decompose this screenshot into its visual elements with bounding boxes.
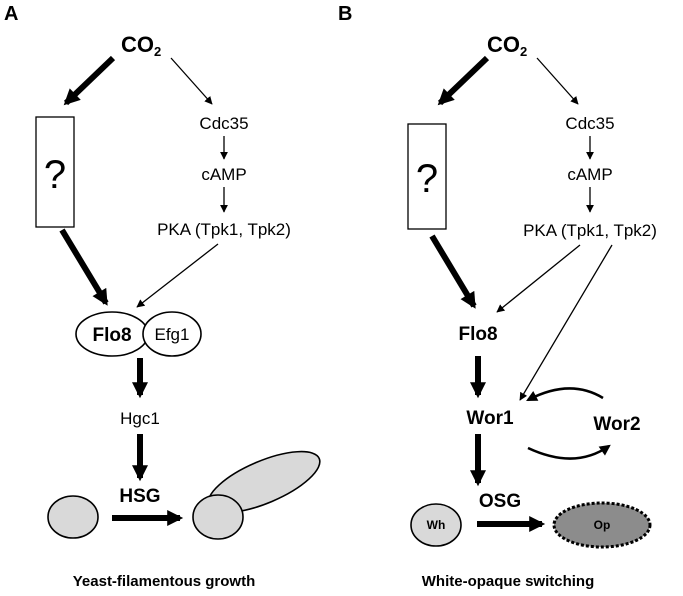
panel-b-pka-label: PKA (Tpk1, Tpk2) — [523, 221, 657, 240]
panel-a-co2-label: CO2 — [121, 32, 161, 59]
panel-b-arrow-co2-to-cdc35 — [536, 57, 579, 105]
panel-a-hgc1-label: Hgc1 — [120, 409, 160, 428]
panel-b-unknown-mark: ? — [416, 157, 438, 201]
panel-b-arrow-unknown-to-flo8 — [429, 234, 477, 309]
panel-a-unknown-box — [35, 116, 75, 228]
panel-b-opaque-cell-label: Op — [594, 518, 611, 532]
panel-b-co2-subscript: 2 — [520, 44, 527, 59]
panel-a-efg1-ellipse — [142, 311, 202, 357]
panel-b-white-cell-label: Wh — [427, 518, 446, 532]
panel-b-caption: White-opaque switching — [422, 573, 595, 590]
panel-a-pka-label: PKA (Tpk1, Tpk2) — [157, 220, 291, 239]
panel-a-cdc35-label: Cdc35 — [199, 114, 248, 133]
panel-b-opaque-cell — [552, 501, 652, 549]
panel-b-label: B — [338, 3, 352, 25]
panel-a-arrow-unknown-to-flo8 — [59, 228, 109, 306]
panel-a-yeast-cell — [47, 495, 99, 539]
panel-b-arrow-co2-to-unknown — [437, 55, 490, 106]
panel-b-white-cell — [410, 503, 462, 547]
panel-a-caption: Yeast-filamentous growth — [73, 573, 256, 590]
panel-b-flo8-label: Flo8 — [458, 324, 497, 345]
panel-b-co2-label: CO2 — [487, 32, 527, 59]
panel-a-arrow-pka-to-flo8 — [136, 243, 219, 308]
panel-a: A CO2 ? Cdc35 cAMP PKA (Tpk1, Tpk2) Flo8… — [4, 3, 321, 590]
panel-b-wor2-label: Wor2 — [593, 414, 640, 435]
panel-b-arrow-pka-to-flo8 — [496, 244, 581, 313]
panel-a-filamentous-mother-cell — [192, 494, 244, 540]
panel-b-cdc35-label: Cdc35 — [565, 114, 614, 133]
panel-a-arrow-co2-to-unknown — [63, 55, 116, 106]
panel-a-label: A — [4, 3, 18, 25]
panel-b-osg-label: OSG — [479, 491, 521, 512]
panel-b-wor1-label: Wor1 — [466, 408, 514, 429]
panel-b: B CO2 ? Cdc35 cAMP PKA (Tpk1, Tpk2) Flo8… — [338, 3, 657, 590]
panel-b-arrow-pka-to-wor1 — [519, 244, 613, 401]
panel-a-efg1-label: Efg1 — [155, 325, 190, 344]
panel-a-co2-main: CO — [121, 32, 154, 57]
panel-a-unknown-mark: ? — [44, 153, 66, 197]
panel-b-arrow-wor2-to-wor1 — [526, 387, 604, 402]
panel-b-arrow-wor1-to-wor2 — [527, 444, 611, 460]
panel-a-hsg-label: HSG — [119, 486, 160, 507]
panel-a-arrow-co2-to-cdc35 — [170, 57, 213, 105]
panel-a-flo8-label: Flo8 — [92, 325, 131, 346]
panel-a-co2-subscript: 2 — [154, 44, 161, 59]
panel-b-camp-label: cAMP — [567, 165, 612, 184]
panel-b-co2-main: CO — [487, 32, 520, 57]
panel-b-unknown-box — [407, 123, 447, 230]
panel-a-camp-label: cAMP — [201, 165, 246, 184]
